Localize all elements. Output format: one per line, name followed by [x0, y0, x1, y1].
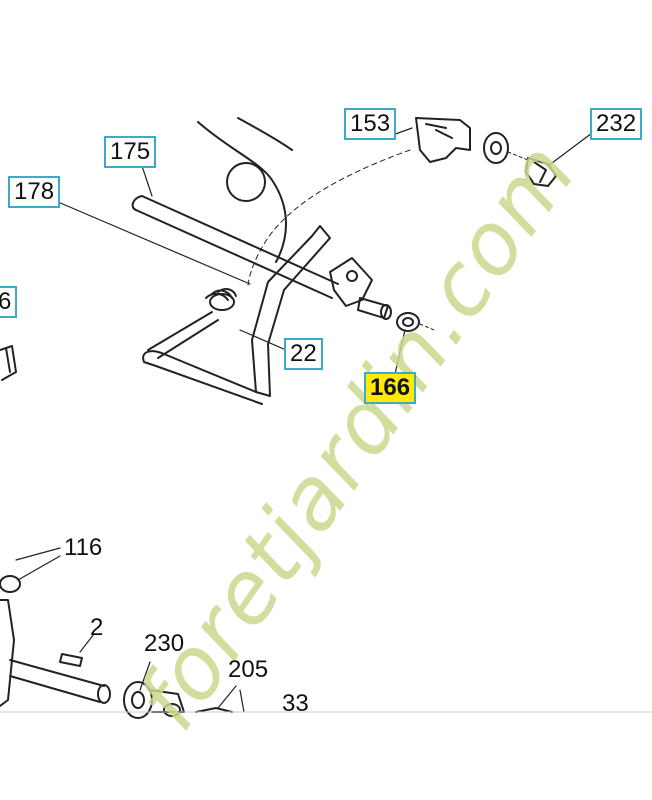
arm-right-edge — [237, 117, 293, 151]
leader-205b — [239, 689, 245, 713]
shaft-bracket — [329, 257, 373, 307]
callout-175: 175 — [104, 136, 157, 168]
lower-shaft — [9, 659, 105, 703]
callout-116: 116 — [64, 534, 103, 561]
washer-232 — [483, 132, 509, 164]
callout-230: 230 — [144, 630, 185, 657]
callout-205: 205 — [228, 656, 269, 683]
key-2 — [59, 653, 83, 667]
leader-178 — [57, 201, 251, 285]
leader-22 — [239, 329, 287, 351]
callout-166-highlighted: 166 — [364, 372, 417, 404]
leader-116a — [15, 547, 61, 561]
washer-166 — [396, 312, 420, 332]
leader-205a — [217, 685, 237, 709]
washer-230 — [123, 681, 153, 719]
leader-166 — [394, 329, 406, 375]
callout-153: 153 — [344, 108, 397, 140]
callout-2: 2 — [90, 614, 104, 641]
plate-153 — [415, 117, 471, 163]
callout-178: 178 — [8, 176, 61, 208]
callout-33: 33 — [282, 690, 309, 717]
shaft-175 — [135, 195, 339, 299]
bolt-232 — [525, 157, 557, 187]
shaft-175-end — [131, 195, 143, 211]
leader-2 — [79, 633, 95, 653]
dashed-guide — [247, 149, 411, 286]
lower-frame — [0, 599, 15, 707]
leader-230 — [139, 661, 151, 691]
leader-175 — [141, 165, 153, 197]
leader-116b — [17, 555, 61, 581]
lever-22 — [251, 225, 331, 397]
arm-curve — [197, 121, 287, 263]
arm-hole — [226, 162, 266, 202]
lever-22-base — [142, 350, 263, 405]
callout-6: 6 — [0, 286, 18, 318]
leader-232 — [547, 129, 597, 167]
callout-232: 232 — [590, 108, 643, 140]
callout-22: 22 — [284, 338, 323, 370]
